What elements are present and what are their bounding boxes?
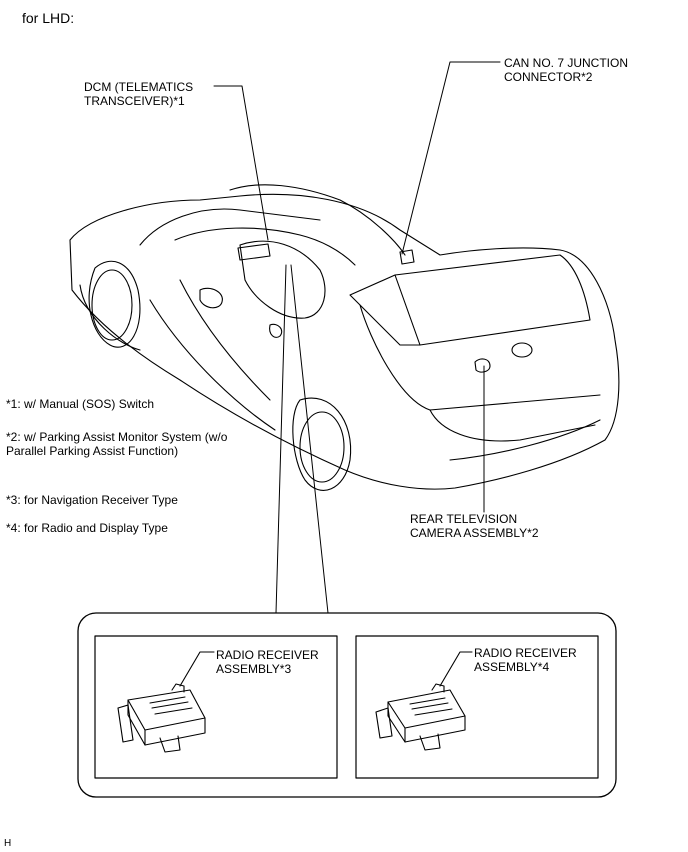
note-2: *2: w/ Parking Assist Monitor System (w/… (6, 430, 228, 458)
vehicle-body-outline (69, 184, 620, 491)
radio-receiver-display-drawing (375, 651, 473, 751)
note-1: *1: w/ Manual (SOS) Switch (6, 397, 155, 411)
callout-rear-television-camera: REAR TELEVISION CAMERA ASSEMBLY*2 (410, 512, 539, 540)
note-3: *3: for Navigation Receiver Type (6, 493, 178, 507)
illustration-code: H (4, 838, 12, 849)
callout-radio-receiver-display: RADIO RECEIVER ASSEMBLY*4 (474, 646, 577, 674)
note-4: *4: for Radio and Display Type (6, 521, 168, 535)
detail-box-display (355, 635, 599, 779)
callout-can-junction-connector: CAN NO. 7 JUNCTION CONNECTOR*2 (504, 56, 629, 84)
leader-lines (213, 61, 501, 614)
page-title: for LHD: (22, 10, 75, 26)
callout-dcm-telematics-transceiver: DCM (TELEMATICS TRANSCEIVER)*1 (84, 80, 194, 108)
detail-frame (77, 612, 617, 798)
detail-box-navigation (94, 635, 338, 779)
radio-receiver-navigation-drawing (117, 651, 215, 753)
callout-radio-receiver-navigation: RADIO RECEIVER ASSEMBLY*3 (216, 648, 319, 676)
